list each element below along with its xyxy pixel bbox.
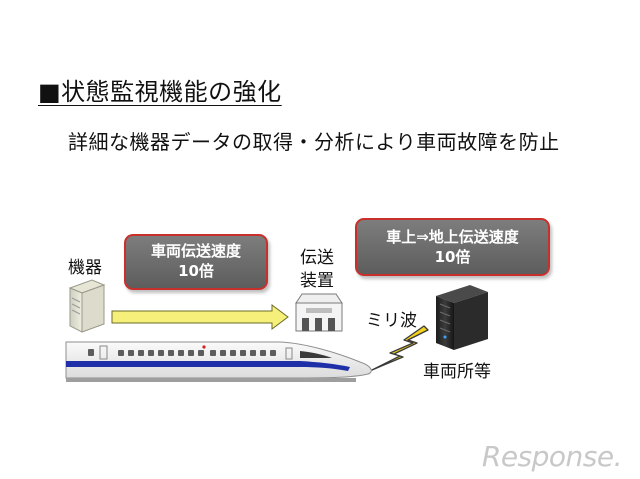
ground-transmission-speed-callout: 車上⇒地上伝送速度 10倍: [355, 218, 550, 276]
train-transmission-speed-callout: 車両伝送速度 10倍: [124, 234, 268, 290]
train-windows: [88, 349, 276, 356]
transmitter-icon: [295, 293, 343, 332]
equipment-icon: [68, 279, 106, 333]
slide-subheading: 詳細な機器データの取得・分析により車両故障を防止: [68, 130, 560, 154]
ground-callout-line2: 10倍: [434, 248, 471, 266]
ground-callout-line1: 車上⇒地上伝送速度: [386, 228, 519, 246]
server-label: 車両所等: [423, 362, 491, 382]
shinkansen-train-icon: [65, 341, 372, 382]
transmitter-label-line2: 装置: [300, 271, 334, 291]
millimeter-wave-label: ミリ波: [366, 311, 417, 331]
transmitter-label-line1: 伝送: [300, 248, 334, 268]
data-flow-arrow: [111, 304, 289, 330]
train-callout-line1: 車両伝送速度: [150, 242, 241, 260]
response-watermark-logo: Response.: [481, 440, 623, 473]
slide-heading: ■状態監視機能の強化: [38, 78, 282, 106]
train-callout-line2: 10倍: [178, 262, 214, 280]
device-label: 機器: [68, 258, 102, 278]
millimeter-wave-bolt-icon: [371, 325, 429, 371]
server-icon: [436, 285, 488, 350]
